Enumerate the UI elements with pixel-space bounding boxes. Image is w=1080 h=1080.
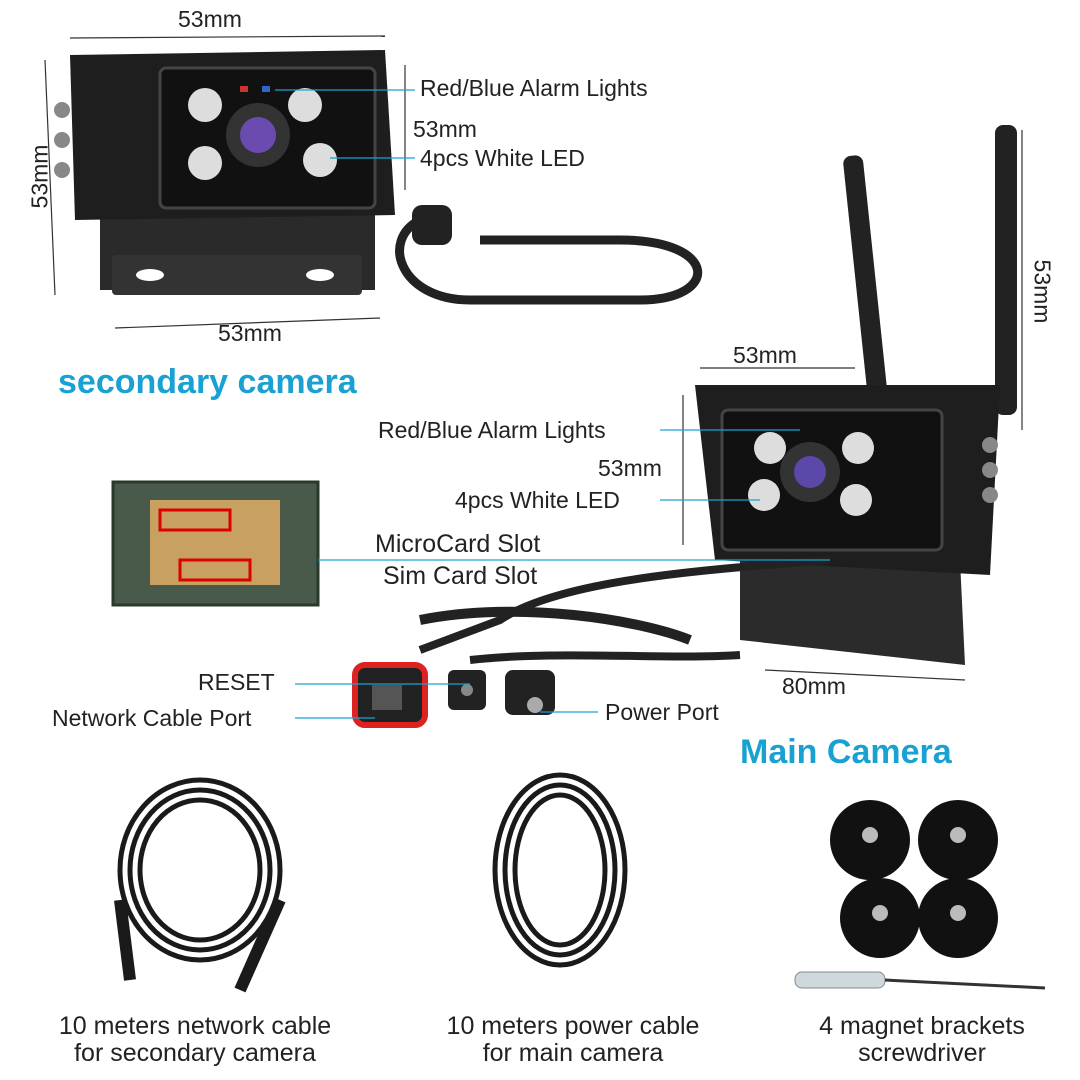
caption-line1: 10 meters network cable xyxy=(58,1012,332,1040)
secondary-dim-side: 53mm xyxy=(413,116,477,142)
main-alarm-label: Red/Blue Alarm Lights xyxy=(378,417,606,443)
secondary-led-label: 4pcs White LED xyxy=(420,145,585,171)
accessory-caption-magnets: 4 magnet brackets screwdriver xyxy=(742,1013,1080,1067)
caption-line1: 4 magnet brackets xyxy=(819,1012,1025,1040)
network-cable-coil xyxy=(114,777,286,993)
power-port-label: Power Port xyxy=(605,699,719,725)
sim-card-slot-label: Sim Card Slot xyxy=(383,562,538,590)
secondary-dim-left: 53mm xyxy=(26,144,53,209)
main-dim-side: 53mm xyxy=(598,455,662,481)
power-cable-coil xyxy=(492,772,628,968)
accessory-caption-network-cable: 10 meters network cable for secondary ca… xyxy=(15,1013,375,1067)
magnet-brackets xyxy=(830,800,998,958)
screwdriver xyxy=(794,971,1046,990)
sim-card-slot-inset xyxy=(111,480,320,607)
main-dimension-lines xyxy=(295,130,1023,719)
microcard-slot-label: MicroCard Slot xyxy=(375,530,541,558)
secondary-dim-top: 53mm xyxy=(178,6,242,32)
secondary-dim-bottom: 53mm xyxy=(218,320,282,346)
main-dim-right: 53mm xyxy=(1029,259,1056,324)
secondary-camera-title: secondary camera xyxy=(58,363,357,401)
accessory-caption-power-cable: 10 meters power cable for main camera xyxy=(393,1013,753,1067)
secondary-alarm-label: Red/Blue Alarm Lights xyxy=(420,75,648,101)
secondary-dimension-lines xyxy=(44,35,415,329)
caption-line2: for secondary camera xyxy=(74,1039,316,1067)
main-led-label: 4pcs White LED xyxy=(455,487,620,513)
network-port-label: Network Cable Port xyxy=(52,705,252,731)
main-dim-top: 53mm xyxy=(733,342,797,368)
caption-line1: 10 meters power cable xyxy=(446,1012,700,1040)
caption-line2: for main camera xyxy=(482,1039,664,1067)
caption-line2: screwdriver xyxy=(858,1039,986,1067)
reset-label: RESET xyxy=(198,669,275,695)
secondary-camera-illustration xyxy=(54,50,702,305)
main-dim-bottom: 80mm xyxy=(782,673,846,699)
main-camera-illustration xyxy=(352,125,1017,728)
main-camera-title: Main Camera xyxy=(740,733,952,771)
